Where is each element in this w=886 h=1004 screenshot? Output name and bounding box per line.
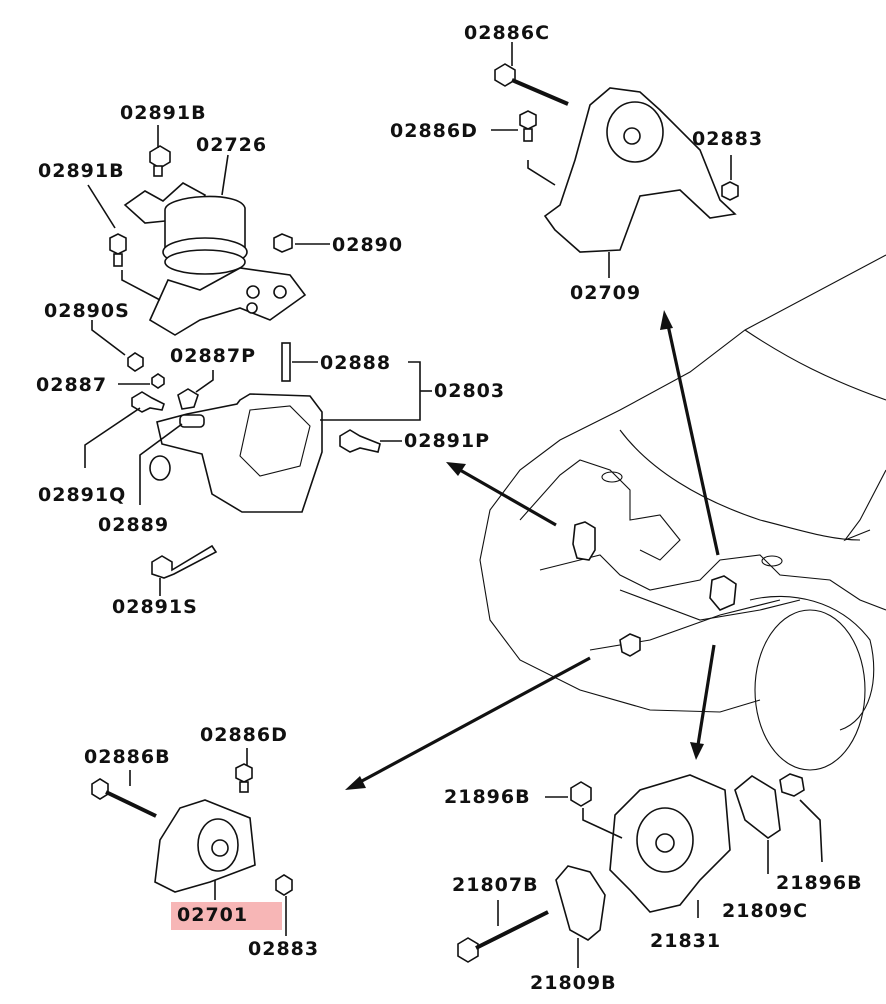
label-02803[interactable]: 02803 [434, 380, 506, 402]
label-02701-highlighted[interactable]: 02701 [171, 902, 283, 930]
arrow-to-bracket [459, 468, 557, 527]
label-02891P[interactable]: 02891P [404, 430, 491, 452]
label-02891B-top[interactable]: 02891B [120, 102, 207, 124]
front-left-mount-group [87, 125, 330, 372]
bolt-02886D-lower [235, 763, 253, 783]
front-roll-mount-group [91, 748, 293, 936]
mount-02709 [543, 87, 737, 253]
label-21809B[interactable]: 21809B [530, 972, 617, 994]
nut-02883-upper [721, 181, 739, 201]
label-21896B-left[interactable]: 21896B [444, 786, 531, 808]
arrow-head-upper [660, 310, 673, 330]
label-02890[interactable]: 02890 [332, 234, 404, 256]
label-02886D-upper[interactable]: 02886D [390, 120, 478, 142]
bracket-02803 [156, 393, 323, 513]
nut-02890 [273, 233, 293, 253]
label-02887[interactable]: 02887 [36, 374, 108, 396]
upper-rear-mount-group [491, 42, 739, 278]
bolt-02891Q [131, 391, 165, 413]
arrow-head-rear [690, 742, 704, 760]
arrow-head-bracket [446, 462, 466, 476]
nut-21896B-left [570, 781, 592, 807]
bolt-21807B [457, 937, 479, 963]
label-02889[interactable]: 02889 [98, 514, 170, 536]
label-21896B-right[interactable]: 21896B [776, 872, 863, 894]
washer-21896B-right [779, 773, 805, 797]
label-02891Q[interactable]: 02891Q [38, 484, 127, 506]
label-02886C[interactable]: 02886C [464, 22, 551, 44]
label-02883-lower[interactable]: 02883 [248, 938, 320, 960]
stopper-21809B [555, 865, 606, 941]
label-02890S[interactable]: 02890S [44, 300, 130, 322]
bolt-02891B-left [109, 233, 127, 255]
label-02886B[interactable]: 02886B [84, 746, 171, 768]
label-02891S[interactable]: 02891S [112, 596, 198, 618]
label-02887P[interactable]: 02887P [170, 345, 257, 367]
label-02888[interactable]: 02888 [320, 352, 392, 374]
bolt-02891P [339, 429, 381, 453]
nut-02887 [151, 373, 165, 389]
arrow-to-upper-mount [666, 324, 720, 556]
bolt-02886B [91, 778, 109, 800]
label-02709[interactable]: 02709 [570, 282, 642, 304]
callout-arrows [345, 310, 720, 790]
engine-mount-location-1 [572, 521, 596, 561]
nut-02883-lower [275, 874, 293, 896]
bolt-02886D-upper [519, 110, 537, 130]
label-02886D-lower[interactable]: 02886D [200, 724, 288, 746]
bolt-02886C [494, 63, 516, 87]
bolt-02891S [151, 544, 218, 579]
arrow-head-front [345, 776, 366, 790]
label-02726[interactable]: 02726 [196, 134, 268, 156]
label-02883-upper[interactable]: 02883 [692, 128, 764, 150]
label-21807B[interactable]: 21807B [452, 874, 539, 896]
engine-mount-location-3 [619, 633, 641, 657]
arrow-to-front-mount [359, 656, 591, 784]
nut-02890S [127, 352, 144, 372]
label-21809C[interactable]: 21809C [722, 900, 809, 922]
stud-02888 [281, 342, 291, 382]
label-21831[interactable]: 21831 [650, 930, 722, 952]
rear-roll-mount-group [457, 773, 823, 968]
stopper-21809C [734, 775, 781, 839]
washer-02887P [177, 388, 199, 410]
arrow-to-rear-mount [696, 644, 716, 746]
label-02891B-left[interactable]: 02891B [38, 160, 125, 182]
bracket-group [84, 342, 432, 596]
bolt-02891B-top [149, 145, 171, 169]
engine-mount-location-2 [709, 575, 737, 611]
plate-02889 [179, 414, 205, 428]
vehicle-outline [479, 254, 886, 771]
